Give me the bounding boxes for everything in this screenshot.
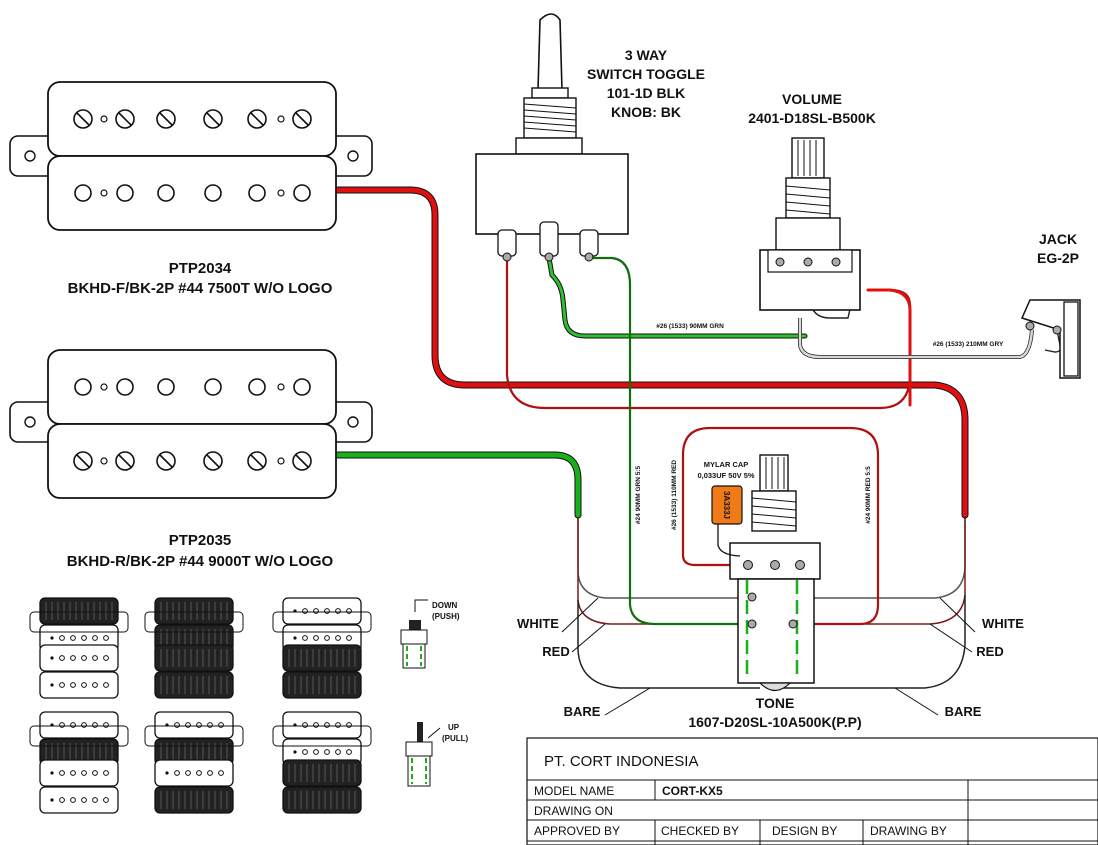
white-left-label: WHITE xyxy=(517,616,559,631)
jack-label-1: JACK xyxy=(1039,231,1077,247)
model-name-label: MODEL NAME xyxy=(534,784,614,798)
neck-pickup-label-2: BKHD-F/BK-2P #44 7500T W/O LOGO xyxy=(68,280,333,297)
tone-pot xyxy=(729,454,821,692)
green-wires xyxy=(334,255,808,626)
checked-by-label: CHECKED BY xyxy=(661,824,739,838)
bridge-pickup-label-2: BKHD-R/BK-2P #44 9000T W/O LOGO xyxy=(67,553,334,570)
wire-red-24-label: #24 90MM RED 5:5 xyxy=(865,466,872,524)
jack-label-2: EG-2P xyxy=(1037,250,1079,266)
cap-code: 3A333J xyxy=(722,491,731,519)
switch-label-4: KNOB: BK xyxy=(611,104,681,120)
wire-red-110-label: #26 (1533) 110MM RED xyxy=(671,460,678,530)
cap-label-2: 0,033UF 50V 5% xyxy=(697,471,754,480)
tone-label-1: TONE xyxy=(756,695,795,711)
pull-pot-icon xyxy=(405,722,441,787)
push-label-2: (PUSH) xyxy=(432,612,460,621)
drawing-by-label: DRAWING BY xyxy=(870,824,947,838)
bare-left-label: BARE xyxy=(564,704,601,719)
volume-label-2: 2401-D18SL-B500K xyxy=(748,110,876,126)
white-right-label: WHITE xyxy=(982,616,1024,631)
white-red-bare-wires xyxy=(577,515,966,689)
bare-right-label: BARE xyxy=(945,704,982,719)
push-label-1: DOWN xyxy=(432,601,458,610)
wire-grn-90-label: #26 (1533) 90MM GRN xyxy=(656,323,724,330)
company-name: PT. CORT INDONESIA xyxy=(544,753,698,770)
drawing-on-label: DRAWING ON xyxy=(534,804,613,818)
mylar-capacitor: 3A333J xyxy=(711,485,743,557)
switch-label-1: 3 WAY xyxy=(625,47,668,63)
output-jack xyxy=(1020,299,1081,379)
switching-legend xyxy=(29,597,441,814)
title-block: PT. CORT INDONESIA MODEL NAME CORT-KX5 D… xyxy=(526,737,1098,845)
component-labels: 3 WAY SWITCH TOGGLE 101-1D BLK KNOB: BK … xyxy=(67,47,1079,743)
wire-grn-24-label: #24 90MM GRN 5:5 xyxy=(635,466,642,525)
pull-label-1: UP xyxy=(448,723,460,732)
push-pot-icon xyxy=(400,599,428,669)
model-name-value: CORT-KX5 xyxy=(662,784,723,798)
bridge-pickup-label-1: PTP2035 xyxy=(169,532,232,549)
toggle-switch xyxy=(475,13,629,262)
volume-label-1: VOLUME xyxy=(782,91,842,107)
leader-lines xyxy=(561,597,976,716)
red-left-label: RED xyxy=(542,644,569,659)
switch-label-2: SWITCH TOGGLE xyxy=(587,66,705,82)
neck-pickup-label-1: PTP2034 xyxy=(169,260,232,277)
wire-labels: #26 (1533) 90MM GRN #26 (1533) 210MM GRY… xyxy=(517,323,1024,719)
approved-by-label: APPROVED BY xyxy=(534,824,620,838)
bridge-pickup xyxy=(9,349,373,499)
neck-pickup xyxy=(9,81,373,231)
wire-gry-210-label: #26 (1533) 210MM GRY xyxy=(933,341,1004,348)
tone-label-2: 1607-D20SL-10A500K(P.P) xyxy=(688,714,861,730)
pull-label-2: (PULL) xyxy=(442,734,469,743)
red-right-label: RED xyxy=(976,644,1003,659)
red-wires xyxy=(334,186,969,626)
design-by-label: DESIGN BY xyxy=(772,824,837,838)
volume-pot xyxy=(759,137,861,311)
switch-label-3: 101-1D BLK xyxy=(607,85,686,101)
cap-label-1: MYLAR CAP xyxy=(704,460,749,469)
